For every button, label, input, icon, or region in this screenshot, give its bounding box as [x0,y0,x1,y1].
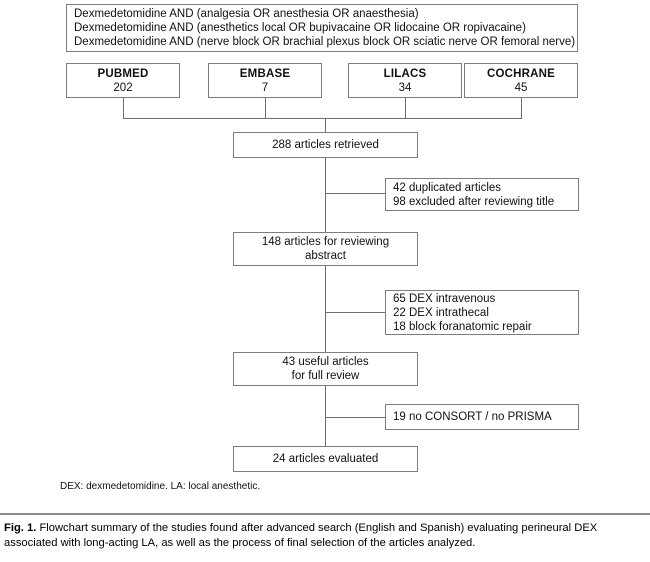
search-query-box: Dexmedetomidine AND (analgesia OR anesth… [66,4,578,52]
database-box-lilacs: LILACS 34 [348,63,462,98]
stage-line-abstract-1: 148 articles for reviewing [261,236,390,248]
database-box-cochrane: COCHRANE 45 [464,63,578,98]
exclusion-1-line-2: 98 excluded after reviewing title [393,195,555,208]
caption-block: Fig. 1. Flowchart summary of the studies… [0,513,650,550]
connector-branch-exclusion-2 [325,312,385,313]
stage-line-retrieved-1: 288 articles retrieved [272,139,379,151]
exclusion-box-dex-routes: 65 DEX intravenous 22 DEX intrathecal 18… [385,290,579,335]
database-count-embase: 7 [261,81,269,94]
stage-box-articles-retrieved: 288 articles retrieved [233,132,418,158]
exclusion-2-line-1: 65 DEX intravenous [393,292,496,305]
exclusion-2-line-3: 18 block foranatomic repair [393,320,532,333]
database-count-cochrane: 45 [514,81,528,94]
connector-branch-exclusion-1 [325,193,385,194]
database-name-pubmed: PUBMED [97,67,149,80]
connector-spine-1 [325,158,326,232]
connector-database-bus [123,118,522,119]
exclusion-1-line-1: 42 duplicated articles [393,181,502,194]
connector-bus-to-retrieved [325,118,326,132]
search-query-line-3: Dexmedetomidine AND (nerve block OR brac… [74,36,576,48]
stage-line-evaluated-1: 24 articles evaluated [272,453,379,465]
connector-spine-3 [325,386,326,446]
search-query-line-2: Dexmedetomidine AND (anesthetics local O… [74,22,526,34]
figure-caption-text: Flowchart summary of the studies found a… [4,522,598,549]
caption-divider [0,513,650,515]
flowchart-canvas: Dexmedetomidine AND (analgesia OR anesth… [60,4,579,492]
connector-branch-exclusion-3 [325,417,385,418]
database-name-embase: EMBASE [239,67,291,80]
figure-caption-label: Fig. 1. [4,522,37,534]
database-box-pubmed: PUBMED 202 [66,63,180,98]
stage-line-useful-1: 43 useful articles [282,356,369,368]
stage-line-abstract-2: abstract [305,250,346,262]
database-count-pubmed: 202 [113,81,133,94]
connector-spine-2 [325,266,326,352]
stage-box-useful-articles: 43 useful articles for full review [233,352,418,386]
figure-caption: Fig. 1. Flowchart summary of the studies… [0,515,650,550]
connector-cochrane-down [521,98,522,119]
exclusion-box-duplicates-titles: 42 duplicated articles 98 excluded after… [385,178,579,211]
stage-box-reviewing-abstract: 148 articles for reviewing abstract [233,232,418,266]
database-name-lilacs: LILACS [383,67,427,80]
database-count-lilacs: 34 [398,81,412,94]
database-name-cochrane: COCHRANE [486,67,556,80]
connector-pubmed-down [123,98,124,119]
search-query-line-1: Dexmedetomidine AND (analgesia OR anesth… [74,8,419,20]
exclusion-2-line-2: 22 DEX intrathecal [393,306,489,319]
exclusion-3-line-1: 19 no CONSORT / no PRISMA [393,411,552,423]
stage-line-useful-2: for full review [291,370,360,382]
database-box-embase: EMBASE 7 [208,63,322,98]
stage-box-articles-evaluated: 24 articles evaluated [233,446,418,472]
figure-footnote: DEX: dexmedetomidine. LA: local anesthet… [60,481,261,492]
connector-lilacs-down [405,98,406,119]
exclusion-box-no-consort-prisma: 19 no CONSORT / no PRISMA [385,404,579,430]
connector-embase-down [265,98,266,119]
